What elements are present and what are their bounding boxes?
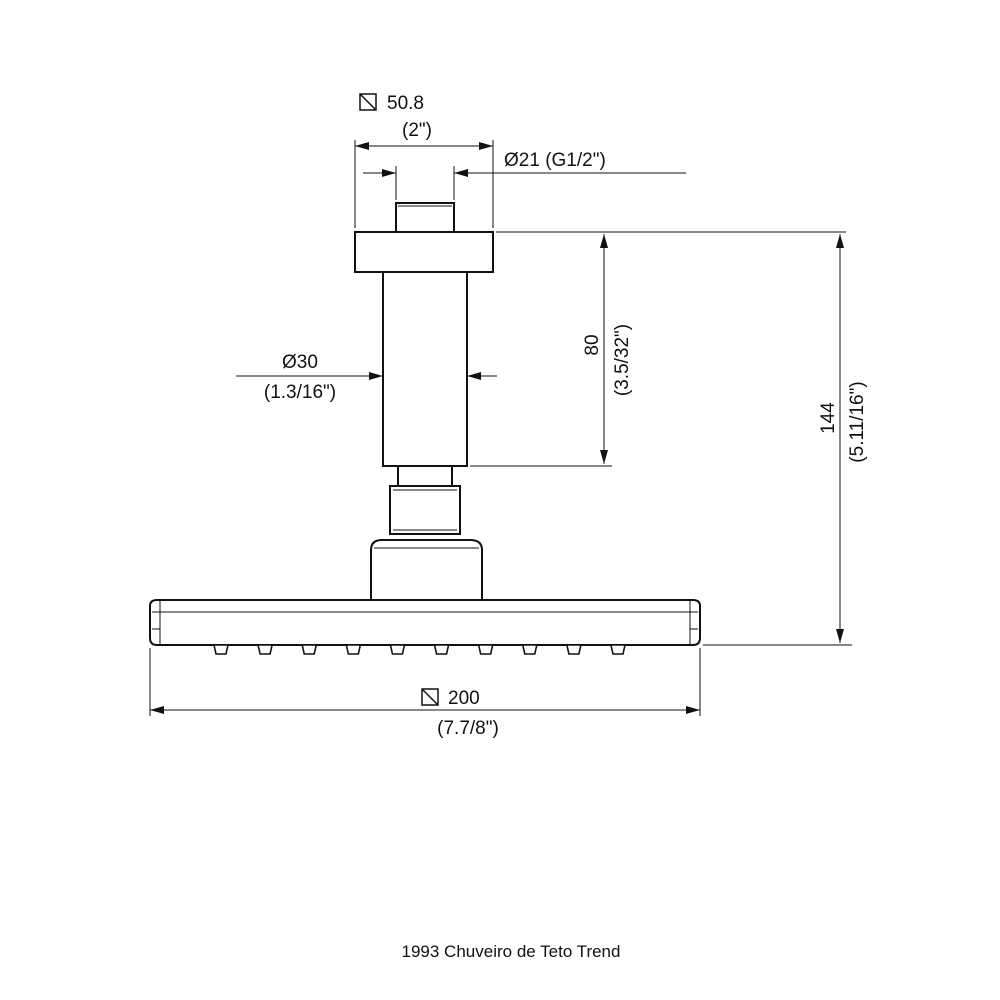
- dim-flange-mm: 50.8: [387, 93, 424, 114]
- dim-height-mm: 144: [818, 402, 839, 434]
- dim-total-height: 144 (5.11/16"): [703, 234, 868, 646]
- dim-width-inch: (7.7/8"): [437, 718, 499, 739]
- ceiling-flange: [354, 231, 494, 273]
- nozzle-row: [213, 644, 626, 655]
- dim-length-mm: 80: [582, 334, 603, 355]
- dim-tube-inch: (1.3/16"): [264, 382, 336, 403]
- ball-connector: [389, 485, 461, 535]
- nozzle: [477, 644, 494, 655]
- dim-height-inch: (5.11/16"): [847, 381, 868, 462]
- shower-assembly: [149, 202, 701, 655]
- dim-tube-length: 80 (3.5/32"): [470, 231, 846, 467]
- nozzle: [257, 644, 274, 655]
- dim-width-mm: 200: [448, 688, 480, 709]
- arm-joint: [397, 465, 453, 487]
- dim-tube-mm: Ø30: [282, 352, 318, 373]
- nozzle: [345, 644, 362, 655]
- dim-flange-inch: (2"): [402, 120, 432, 141]
- square-symbol-icon: [359, 93, 377, 111]
- dim-length-inch: (3.5/32"): [612, 324, 633, 396]
- dim-thread: Ø21 (G1/2"): [363, 150, 686, 200]
- nozzle: [565, 644, 582, 655]
- dim-tube-diameter: Ø30 (1.3/16"): [236, 352, 497, 403]
- nozzle: [213, 644, 229, 655]
- swivel-collar: [370, 539, 483, 601]
- dim-flange-width: 50.8 (2"): [354, 93, 494, 228]
- drawing-caption: 1993 Chuveiro de Teto Trend: [402, 942, 621, 961]
- nozzle: [389, 644, 406, 655]
- thread-nipple: [395, 202, 455, 233]
- nozzle: [301, 644, 318, 655]
- shower-head-plate: [149, 599, 701, 646]
- dim-thread-label: Ø21 (G1/2"): [504, 150, 606, 171]
- nozzle: [521, 644, 538, 655]
- nozzle: [610, 644, 626, 655]
- square-symbol-icon: [421, 688, 439, 706]
- dim-head-width: 200 (7.7/8"): [149, 648, 701, 739]
- nozzle: [433, 644, 450, 655]
- arm-tube: [382, 271, 468, 467]
